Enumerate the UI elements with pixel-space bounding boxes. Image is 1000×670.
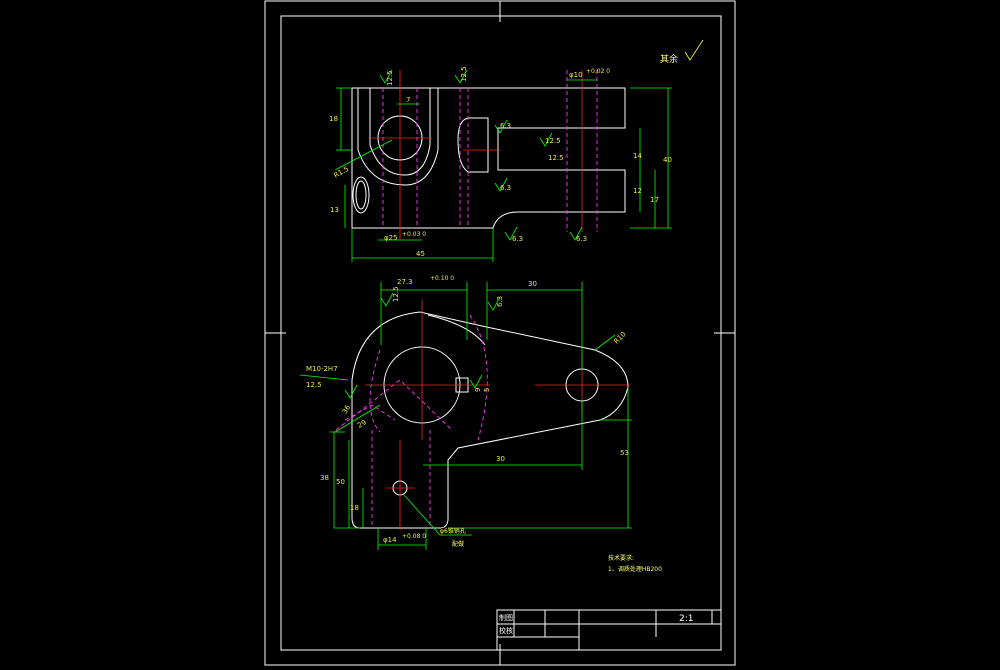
svg-text:12.5: 12.5 — [548, 154, 564, 162]
svg-text:12.5: 12.5 — [460, 66, 468, 82]
svg-text:30: 30 — [496, 455, 505, 463]
svg-text:30: 30 — [528, 280, 537, 288]
svg-text:13: 13 — [330, 206, 339, 214]
svg-text:14: 14 — [633, 152, 642, 160]
svg-text:7: 7 — [406, 96, 410, 104]
svg-text:12.5: 12.5 — [306, 381, 322, 389]
svg-text:17: 17 — [650, 196, 659, 204]
svg-text:45: 45 — [416, 250, 425, 258]
svg-text:12: 12 — [633, 187, 642, 195]
svg-text:+0.10 0: +0.10 0 — [430, 275, 454, 282]
tech-req-item-1: 1、调质处理HB200 — [608, 565, 662, 573]
top-view: 12.5 7 12.5 φ10 +0.02 0 18 R1.5 13 φ25 +… — [329, 66, 672, 262]
svg-text:12.5: 12.5 — [545, 137, 561, 145]
svg-text:12.5: 12.5 — [392, 286, 400, 302]
svg-text:36: 36 — [341, 403, 353, 415]
svg-text:53: 53 — [620, 449, 629, 457]
svg-text:27.3: 27.3 — [397, 278, 413, 286]
svg-text:6.3: 6.3 — [500, 184, 511, 192]
front-view: 27.3 +0.10 0 12.5 6.3 30 R10 M10-2H7 12.… — [299, 275, 632, 550]
design-label: 制图 — [499, 613, 513, 622]
roughness-symbol-other: 其余 — [660, 39, 704, 65]
svg-text:6.3: 6.3 — [500, 122, 511, 130]
svg-text:5: 5 — [483, 388, 491, 392]
check-label: 校核 — [499, 626, 513, 635]
technical-requirements: 技术要求: 1、调质处理HB200 — [608, 554, 662, 573]
svg-text:+0.02 0: +0.02 0 — [586, 68, 610, 75]
svg-text:R1.5: R1.5 — [332, 165, 350, 180]
svg-text:6.3: 6.3 — [576, 235, 587, 243]
svg-text:φ14: φ14 — [383, 536, 397, 544]
svg-text:M10-2H7: M10-2H7 — [306, 365, 338, 373]
svg-text:50: 50 — [336, 478, 345, 486]
svg-text:φ25: φ25 — [384, 234, 398, 242]
svg-text:40: 40 — [663, 156, 672, 164]
hole-note-1: φ6锥销孔 — [440, 527, 466, 535]
svg-text:6.3: 6.3 — [496, 296, 504, 307]
svg-text:R10: R10 — [612, 330, 627, 345]
svg-text:18: 18 — [350, 504, 359, 512]
svg-text:38: 38 — [320, 474, 329, 482]
svg-text:+0.03 0: +0.03 0 — [402, 231, 426, 238]
svg-text:12.5: 12.5 — [386, 70, 394, 86]
sheet-frame — [264, 0, 736, 666]
svg-text:18: 18 — [329, 115, 338, 123]
svg-text:29: 29 — [356, 418, 368, 429]
svg-text:+0.08 0: +0.08 0 — [402, 533, 426, 540]
svg-text:9: 9 — [474, 388, 482, 392]
svg-text:其余: 其余 — [660, 53, 678, 65]
tech-req-title: 技术要求: — [608, 554, 634, 562]
scale-label: 2:1 — [679, 614, 693, 624]
svg-text:φ10: φ10 — [569, 71, 583, 79]
hole-note-2: 配做 — [452, 540, 464, 548]
title-block: 制图 校核 2:1 — [496, 609, 722, 651]
svg-text:6.3: 6.3 — [512, 235, 523, 243]
